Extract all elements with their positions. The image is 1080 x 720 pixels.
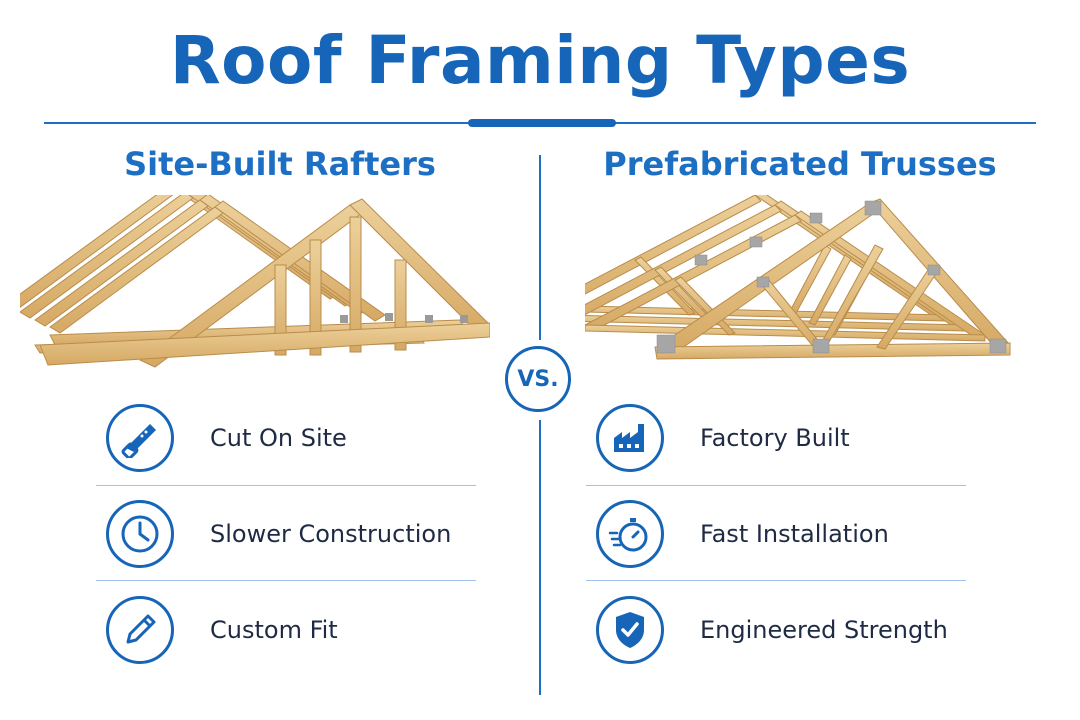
- left-separator-2: [96, 580, 476, 581]
- shield-check-icon: [596, 596, 664, 664]
- feature-label: Slower Construction: [210, 520, 452, 548]
- clock-icon: [106, 500, 174, 568]
- left-feature-2: Slower Construction: [106, 494, 451, 574]
- factory-icon: [596, 404, 664, 472]
- title-rule-accent: [468, 119, 616, 127]
- trusses-illustration: [585, 195, 1011, 360]
- center-divider-top: [539, 155, 541, 340]
- saw-icon: [106, 404, 174, 472]
- right-feature-1: Factory Built: [596, 398, 850, 478]
- right-feature-3: Engineered Strength: [596, 590, 948, 670]
- feature-label: Engineered Strength: [700, 616, 948, 644]
- feature-label: Factory Built: [700, 424, 850, 452]
- pencil-icon: [106, 596, 174, 664]
- left-separator-1: [96, 485, 476, 486]
- vs-badge: VS.: [505, 346, 571, 412]
- feature-label: Cut On Site: [210, 424, 347, 452]
- feature-label: Custom Fit: [210, 616, 338, 644]
- right-separator-1: [586, 485, 966, 486]
- right-separator-2: [586, 580, 966, 581]
- stopwatch-icon: [596, 500, 664, 568]
- left-heading: Site-Built Rafters: [124, 145, 436, 183]
- rafters-illustration: [20, 195, 490, 368]
- right-feature-2: Fast Installation: [596, 494, 889, 574]
- left-feature-1: Cut On Site: [106, 398, 347, 478]
- page-title: Roof Framing Types: [169, 22, 911, 99]
- right-heading: Prefabricated Trusses: [603, 145, 997, 183]
- center-divider-bottom: [539, 420, 541, 695]
- feature-label: Fast Installation: [700, 520, 889, 548]
- left-feature-3: Custom Fit: [106, 590, 338, 670]
